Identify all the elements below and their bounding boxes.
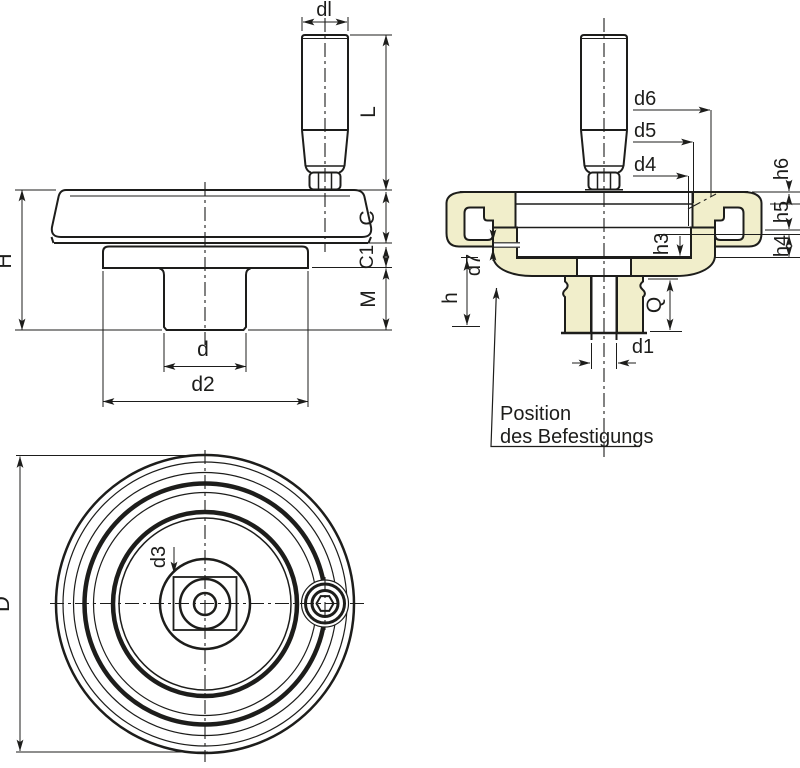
dim-h6: h6 bbox=[752, 158, 800, 193]
dim-label-D: D bbox=[0, 596, 14, 612]
dim-Q: Q bbox=[643, 278, 682, 332]
dim-label-d4: d4 bbox=[634, 154, 656, 176]
dim-label-Q: Q bbox=[643, 297, 666, 313]
washer-slot bbox=[494, 242, 520, 248]
section-hub-left bbox=[562, 275, 592, 334]
note-line1: Position bbox=[500, 403, 571, 425]
dim-d2: d2 bbox=[102, 271, 309, 407]
dim-d6: d6 bbox=[633, 88, 712, 197]
mount-position-note: Position des Befestigungs bbox=[490, 287, 653, 448]
dim-label-h4: h4 bbox=[771, 235, 793, 257]
dim-d5: d5 bbox=[633, 120, 694, 203]
dim-d1: d1 bbox=[572, 336, 654, 369]
dim-label-h3: h3 bbox=[651, 233, 673, 255]
dim-label-d1: d1 bbox=[632, 336, 654, 358]
rim-outline bbox=[50, 189, 373, 238]
dim-h4: h4 bbox=[658, 234, 800, 258]
dim-label-d5: d5 bbox=[634, 120, 656, 142]
dim-h: h bbox=[439, 257, 480, 327]
dim-C: C bbox=[356, 191, 392, 244]
dim-label-M: M bbox=[357, 290, 380, 308]
side-view: dl L C C1 M bbox=[0, 0, 392, 407]
handle-section bbox=[580, 34, 628, 191]
dim-label-d: d bbox=[197, 338, 209, 361]
dim-d: d bbox=[163, 333, 247, 372]
dim-label-h: h bbox=[439, 292, 462, 304]
section-hub-right bbox=[616, 275, 646, 334]
dim-dl: dl bbox=[301, 0, 349, 31]
dim-C1: C1 bbox=[357, 245, 390, 269]
dim-label-C1: C1 bbox=[357, 245, 378, 269]
dim-M: M bbox=[248, 267, 392, 331]
dim-label-H: H bbox=[0, 253, 16, 268]
dim-L: L bbox=[346, 34, 392, 191]
section-flange-left bbox=[492, 226, 578, 277]
hex-socket-icon bbox=[315, 595, 335, 612]
dim-label-h6: h6 bbox=[771, 158, 793, 180]
dim-label-C: C bbox=[356, 210, 379, 225]
dim-d4: d4 bbox=[633, 154, 689, 226]
note-line2: des Befestigungs bbox=[500, 426, 653, 448]
dim-H: H bbox=[0, 189, 162, 331]
dim-d3: d3 bbox=[148, 546, 178, 574]
dim-label-d2: d2 bbox=[191, 373, 214, 396]
dim-label-h5: h5 bbox=[771, 201, 793, 223]
dim-h3: h3 bbox=[651, 233, 684, 256]
hub-boss-outline bbox=[159, 267, 251, 331]
dim-D: D bbox=[0, 455, 208, 753]
section-view: d6 d5 d4 h6 h5 bbox=[439, 18, 800, 458]
dim-label-L: L bbox=[357, 106, 380, 118]
dim-label-d3: d3 bbox=[148, 546, 170, 568]
dim-label-d6: d6 bbox=[634, 88, 656, 110]
front-view: D d3 bbox=[0, 450, 368, 762]
dim-h5: h5 bbox=[765, 193, 800, 231]
dim-label-dl: dl bbox=[316, 0, 332, 21]
